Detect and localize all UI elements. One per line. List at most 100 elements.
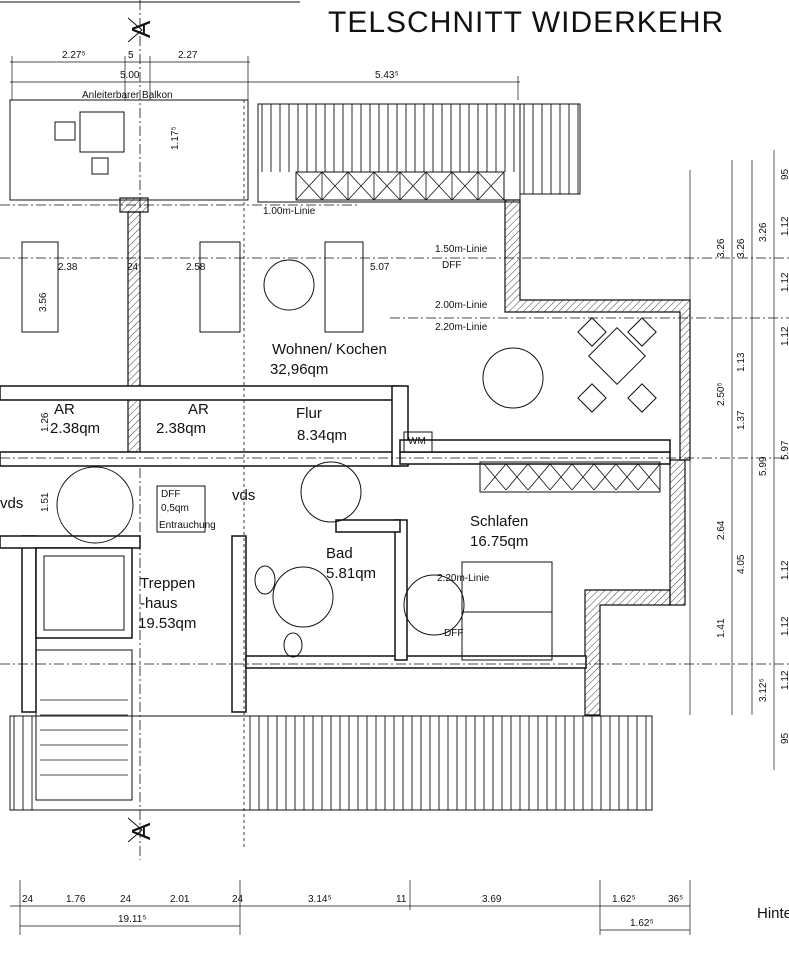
room-treppen-area: 19.53qm xyxy=(138,615,196,632)
window-cross xyxy=(347,171,375,201)
staircase xyxy=(35,649,133,801)
dim-r-112a: 1.12 xyxy=(780,216,789,236)
dim-r-326c: 3.26 xyxy=(758,222,769,242)
room-schlafen-area: 16.75qm xyxy=(470,533,528,550)
roof-overhang-top xyxy=(519,103,581,195)
dim-b-176: 1.76 xyxy=(66,894,86,905)
interior-dimensions: 2.38 24 2.58 5.07 3.56 1.26 1.51 xyxy=(38,262,390,512)
balkon-label: Anleiterbarer Balkon xyxy=(82,90,173,101)
cabinet-cross xyxy=(571,463,595,491)
dim-24: 24 xyxy=(127,262,139,273)
room-ar1-area: 2.38qm xyxy=(50,420,100,437)
cabinet-cross xyxy=(637,463,661,491)
room-bad-area: 5.81qm xyxy=(326,565,376,582)
cabinet-cross xyxy=(593,463,617,491)
room-wohnen-area: 32,96qm xyxy=(270,361,328,378)
dim-126: 1.26 xyxy=(40,412,51,432)
room-ar1-name: AR xyxy=(54,401,75,418)
label-entrauchung: Entrauchung xyxy=(159,520,216,531)
walls xyxy=(0,197,691,716)
dim-b-162b: 1.62⁵ xyxy=(630,918,654,929)
dim-238a: 2.38 xyxy=(58,262,78,273)
dim-r-264: 2.64 xyxy=(716,520,727,540)
label-dff2: DFF xyxy=(161,489,180,500)
window-cross xyxy=(399,171,427,201)
dim-b-162a: 1.62⁵ xyxy=(612,894,636,905)
window-cross xyxy=(295,171,323,201)
dim-r-312: 3.12⁵ xyxy=(758,678,769,702)
dim-top-500: 5.00 xyxy=(120,70,140,81)
plan-title: TELSCHNITT WIDERKEHR xyxy=(328,6,724,39)
dim-b-1911: 19.11⁵ xyxy=(118,914,146,925)
label-line220: 2.20m-Linie xyxy=(435,322,488,333)
room-treppen-name: Treppen xyxy=(140,575,195,592)
dim-top-5: 5 xyxy=(128,50,134,61)
dim-r-112c: 1.12 xyxy=(780,616,789,636)
window-crosses-top xyxy=(295,171,661,491)
label-dff: DFF xyxy=(442,260,461,271)
dim-r-597: 5.97 xyxy=(780,440,789,460)
dim-b-36: 36⁵ xyxy=(668,894,683,905)
label-line200: 2.00m-Linie xyxy=(435,300,488,311)
dim-r-405: 4.05 xyxy=(736,554,747,574)
window-cross xyxy=(321,171,349,201)
roof-hatch-top xyxy=(257,103,521,203)
section-arrow-bottom xyxy=(127,817,143,843)
dim-356: 3.56 xyxy=(38,292,49,312)
dim-b-24a: 24 xyxy=(22,894,34,905)
dim-r-112b: 1.12 xyxy=(780,272,789,292)
section-arrow-top xyxy=(127,17,143,43)
dim-r-95a: 95 xyxy=(780,168,789,180)
room-wohnen-name: Wohnen/ Kochen xyxy=(272,341,387,358)
dim-b-11: 11 xyxy=(396,894,407,905)
dim-r-112e: 1.12 xyxy=(780,326,789,346)
cabinet-cross xyxy=(483,463,507,491)
dim-r-326b: 3.26 xyxy=(736,238,747,258)
dim-top-227b: 2.27 xyxy=(178,50,198,61)
furniture xyxy=(21,241,661,661)
dim-238b: 2.58 xyxy=(186,262,206,273)
dim-r-112d: 1.12 xyxy=(780,670,789,690)
label-dff-area: 0,5qm xyxy=(161,503,189,514)
dim-r-112f: 1.12 xyxy=(780,560,789,580)
dim-507: 5.07 xyxy=(370,262,390,273)
label-dff3: DFF xyxy=(444,628,463,639)
dim-b-201: 2.01 xyxy=(170,894,190,905)
label-line100: 1.00m-Linie xyxy=(263,206,316,217)
roof-tiles-top xyxy=(261,104,579,194)
dim-r-599: 5.99 xyxy=(758,456,769,476)
room-bad-name: Bad xyxy=(326,545,353,562)
annotations: 1.00m-Linie 1.50m-Linie DFF 2.00m-Linie … xyxy=(0,206,789,922)
dim-b-24c: 24 xyxy=(232,894,244,905)
room-treppen-name2: -haus xyxy=(140,595,178,612)
cabinet-cross xyxy=(505,463,529,491)
window-cross xyxy=(477,171,505,201)
grid-lines xyxy=(0,100,789,850)
label-hinter: Hinte xyxy=(757,905,789,922)
label-vds2: vds xyxy=(232,487,255,504)
window-cross xyxy=(425,171,453,201)
dim-r-141: 1.41 xyxy=(716,618,727,638)
cabinet-cross xyxy=(549,463,573,491)
dim-r-95b: 95 xyxy=(780,732,789,744)
dim-top-227a: 2.27⁵ xyxy=(62,50,86,61)
roof-tiles-bottom xyxy=(13,716,647,810)
right-dimensions: 3.26 3.26 3.26 1.13 2.50⁵ 1.37 5.99 2.64… xyxy=(689,150,789,770)
dim-117: 1.17⁵ xyxy=(170,126,181,150)
dim-b-369: 3.69 xyxy=(482,894,502,905)
dim-r-326a: 3.26 xyxy=(716,238,727,258)
room-ar2-area: 2.38qm xyxy=(156,420,206,437)
dim-b-314: 3.14⁵ xyxy=(308,894,332,905)
dim-151: 1.51 xyxy=(40,492,51,512)
room-flur-name: Flur xyxy=(296,405,322,422)
label-vds1: vds xyxy=(0,495,23,512)
window-cross xyxy=(373,171,401,201)
cabinet-cross xyxy=(527,463,551,491)
wheelchair-zones xyxy=(56,347,544,636)
dim-top-543: 5.43⁵ xyxy=(375,70,399,81)
label-wm: WM xyxy=(408,436,426,447)
dim-r-137: 1.37 xyxy=(736,410,747,430)
label-line150: 1.50m-Linie xyxy=(435,244,488,255)
label-line220b: 2.20m-Linie xyxy=(437,573,490,584)
